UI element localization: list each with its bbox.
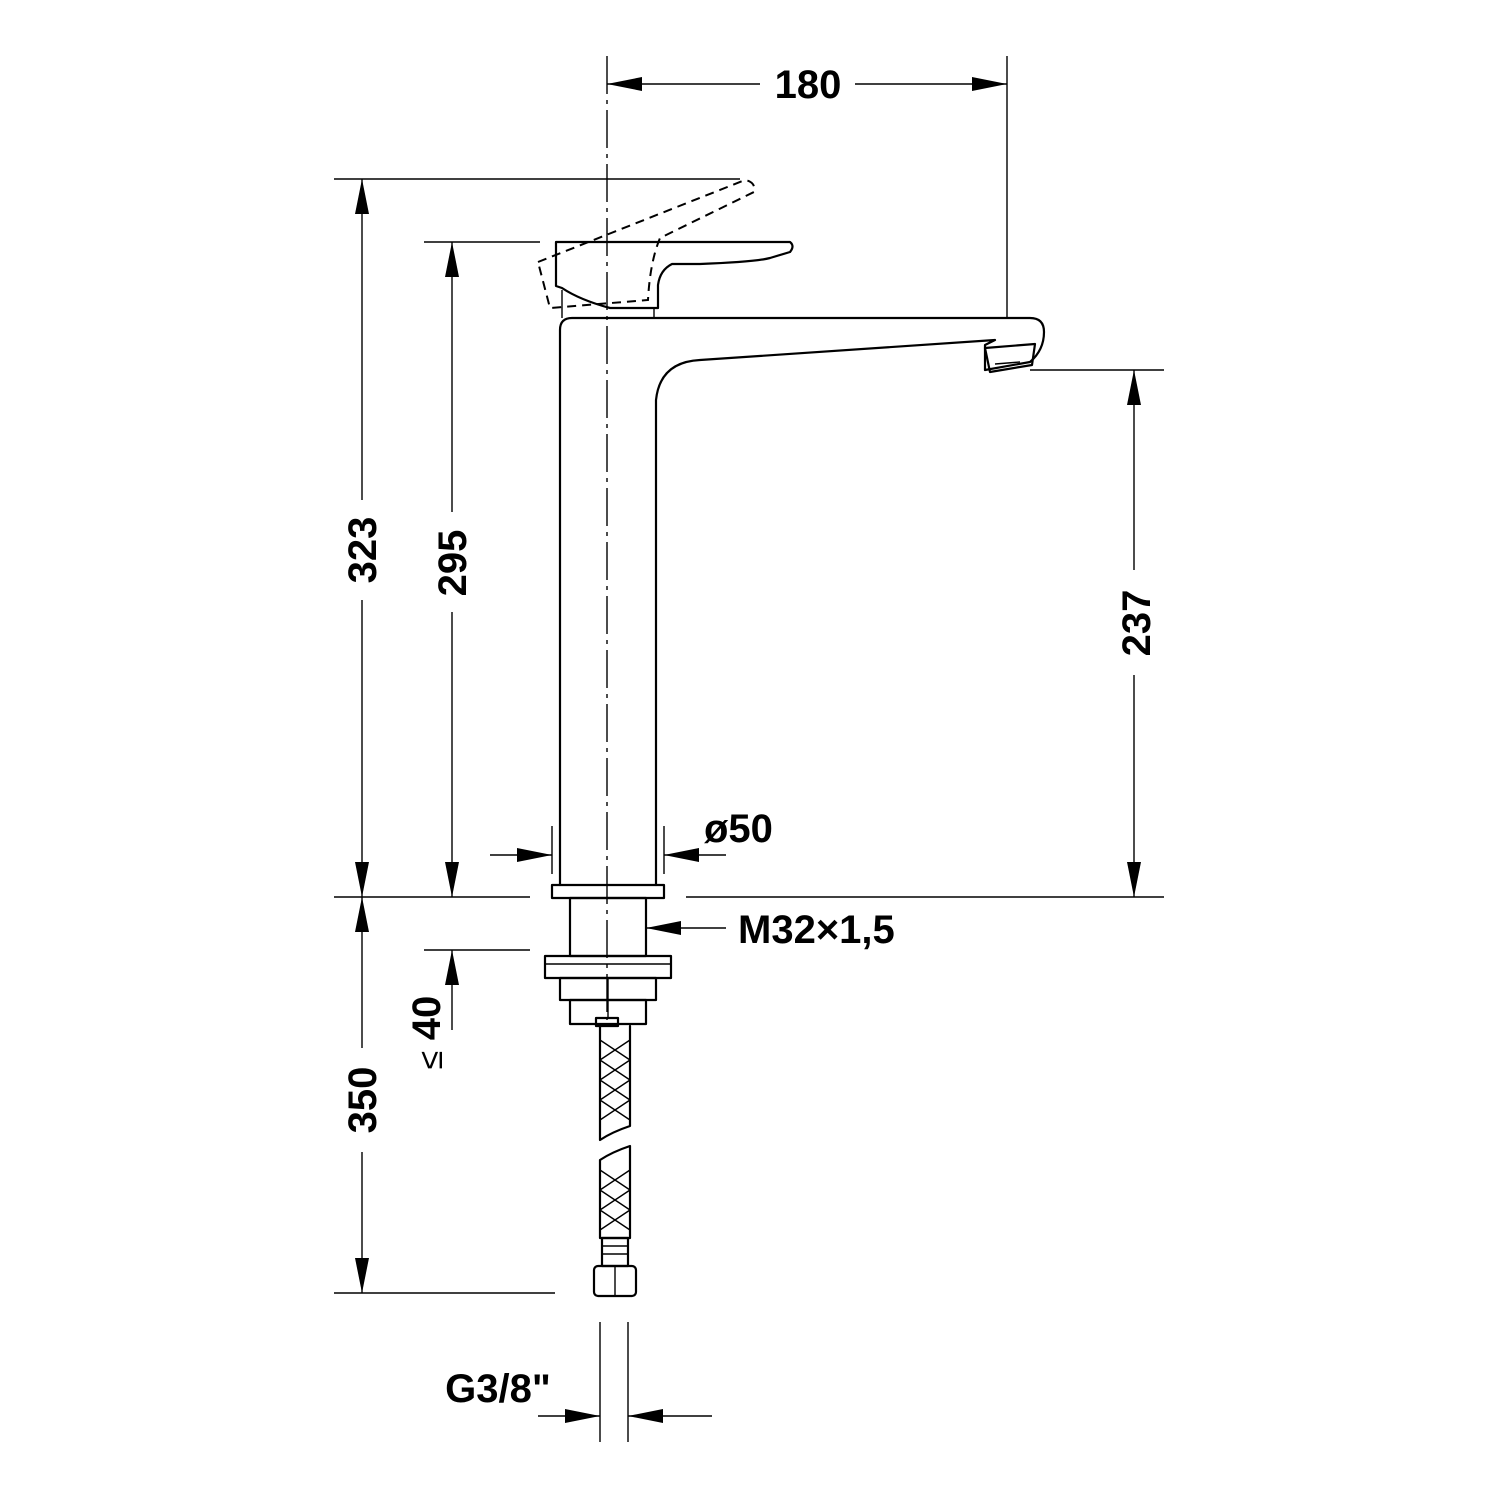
faucet-outline	[536, 178, 1046, 1442]
dim-body-diameter-label: ø50	[704, 807, 773, 851]
dim-max-countertop-symbol: ≤	[412, 1051, 450, 1070]
faucet-body	[558, 316, 1046, 887]
base-ring	[550, 883, 666, 900]
dim-spout-reach: 180	[607, 56, 1008, 318]
dim-total-height-label: 323	[341, 517, 385, 584]
dim-max-countertop: 40 ≤	[405, 949, 530, 1070]
threaded-shank	[568, 896, 648, 958]
dim-thread-label: M32×1,5	[738, 908, 895, 952]
mounting-washer	[543, 954, 673, 980]
lever-handle	[554, 240, 794, 310]
dim-body-diameter: ø50	[490, 807, 773, 874]
dim-total-height: 323	[334, 178, 740, 897]
dim-body-height-label: 295	[431, 530, 475, 597]
braided-hose	[598, 1024, 632, 1240]
dim-hose-length-label: 350	[341, 1067, 385, 1134]
lever-open-outline	[536, 178, 756, 310]
dim-connection-label: G3/8"	[445, 1367, 551, 1411]
dim-connection: G3/8"	[445, 1367, 712, 1423]
dim-spout-height: 237	[1030, 369, 1164, 897]
dim-hose-length: 350	[334, 897, 555, 1294]
dim-max-countertop-label: 40	[405, 996, 449, 1041]
spout-outlet	[983, 342, 1037, 374]
hose-fitting	[592, 1236, 638, 1298]
dim-thread: M32×1,5	[646, 908, 895, 952]
dim-spout-height-label: 237	[1115, 590, 1159, 657]
dim-spout-reach-label: 180	[775, 63, 842, 107]
dim-body-height: 295	[424, 241, 540, 897]
